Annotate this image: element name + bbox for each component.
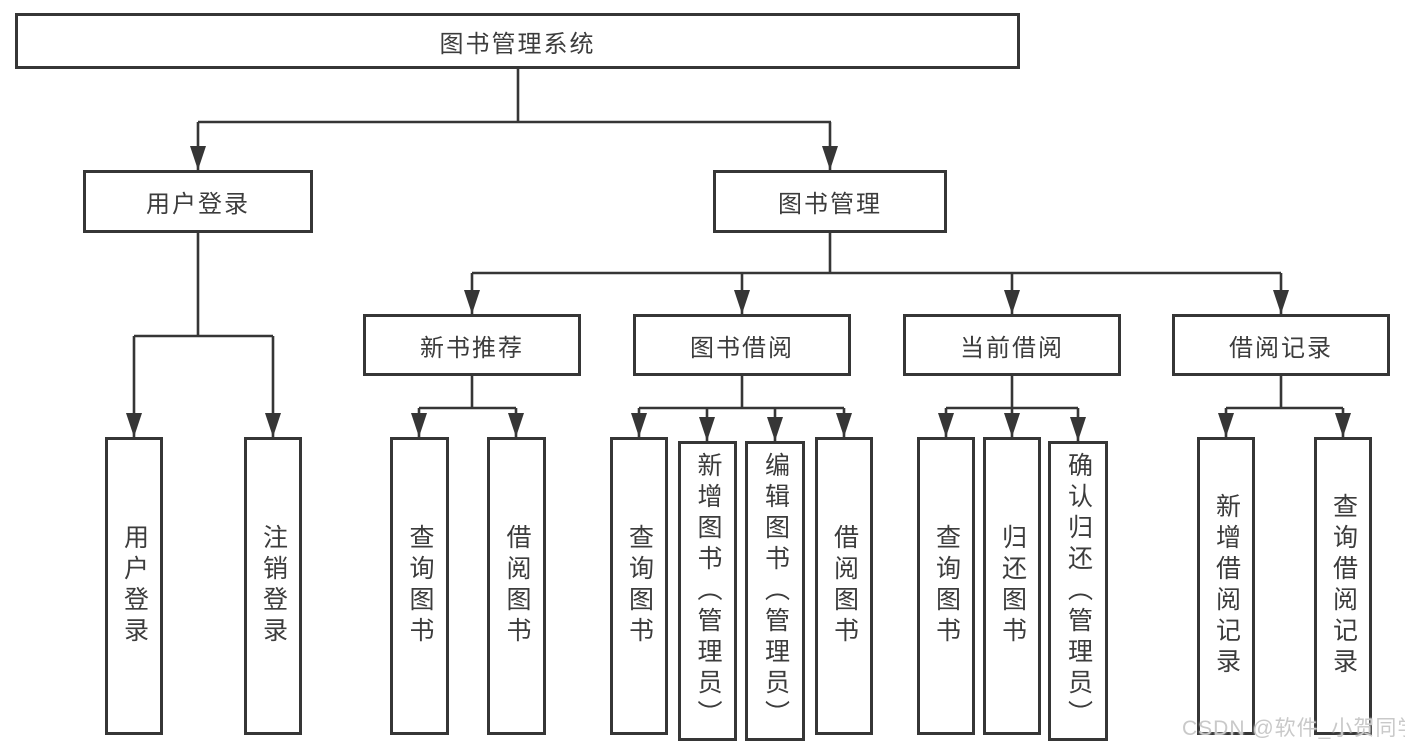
leaf-current-query-book: 查询图书	[917, 437, 975, 735]
leaf-newbook-borrow-book: 借阅图书	[487, 437, 546, 735]
node-user-login: 用户登录	[83, 170, 313, 233]
leaf-current-confirm-return-admin: 确认归还（管理员）	[1048, 441, 1108, 741]
csdn-watermark: CSDN @软件_小贺同学	[1182, 717, 1405, 740]
leaf-borrow-query-book: 查询图书	[610, 437, 668, 735]
node-root: 图书管理系统	[15, 13, 1020, 69]
leaf-record-query-borrow-record: 查询借阅记录	[1314, 437, 1372, 735]
leaf-record-add-borrow-record: 新增借阅记录	[1197, 437, 1255, 735]
node-book-borrow: 图书借阅	[633, 314, 851, 376]
node-borrow-record: 借阅记录	[1172, 314, 1390, 376]
leaf-user-login: 用户登录	[105, 437, 163, 735]
connectors	[126, 68, 1351, 441]
leaf-borrow-borrow-book: 借阅图书	[815, 437, 873, 735]
leaf-borrow-edit-book-admin: 编辑图书（管理员）	[745, 441, 805, 741]
leaf-logout-login: 注销登录	[244, 437, 302, 735]
node-book-management: 图书管理	[713, 170, 947, 233]
leaf-current-return-book: 归还图书	[983, 437, 1041, 735]
leaf-newbook-query-book: 查询图书	[390, 437, 449, 735]
node-new-book-recommend: 新书推荐	[363, 314, 581, 376]
leaf-borrow-add-book-admin: 新增图书（管理员）	[678, 441, 737, 741]
node-current-borrow: 当前借阅	[903, 314, 1121, 376]
